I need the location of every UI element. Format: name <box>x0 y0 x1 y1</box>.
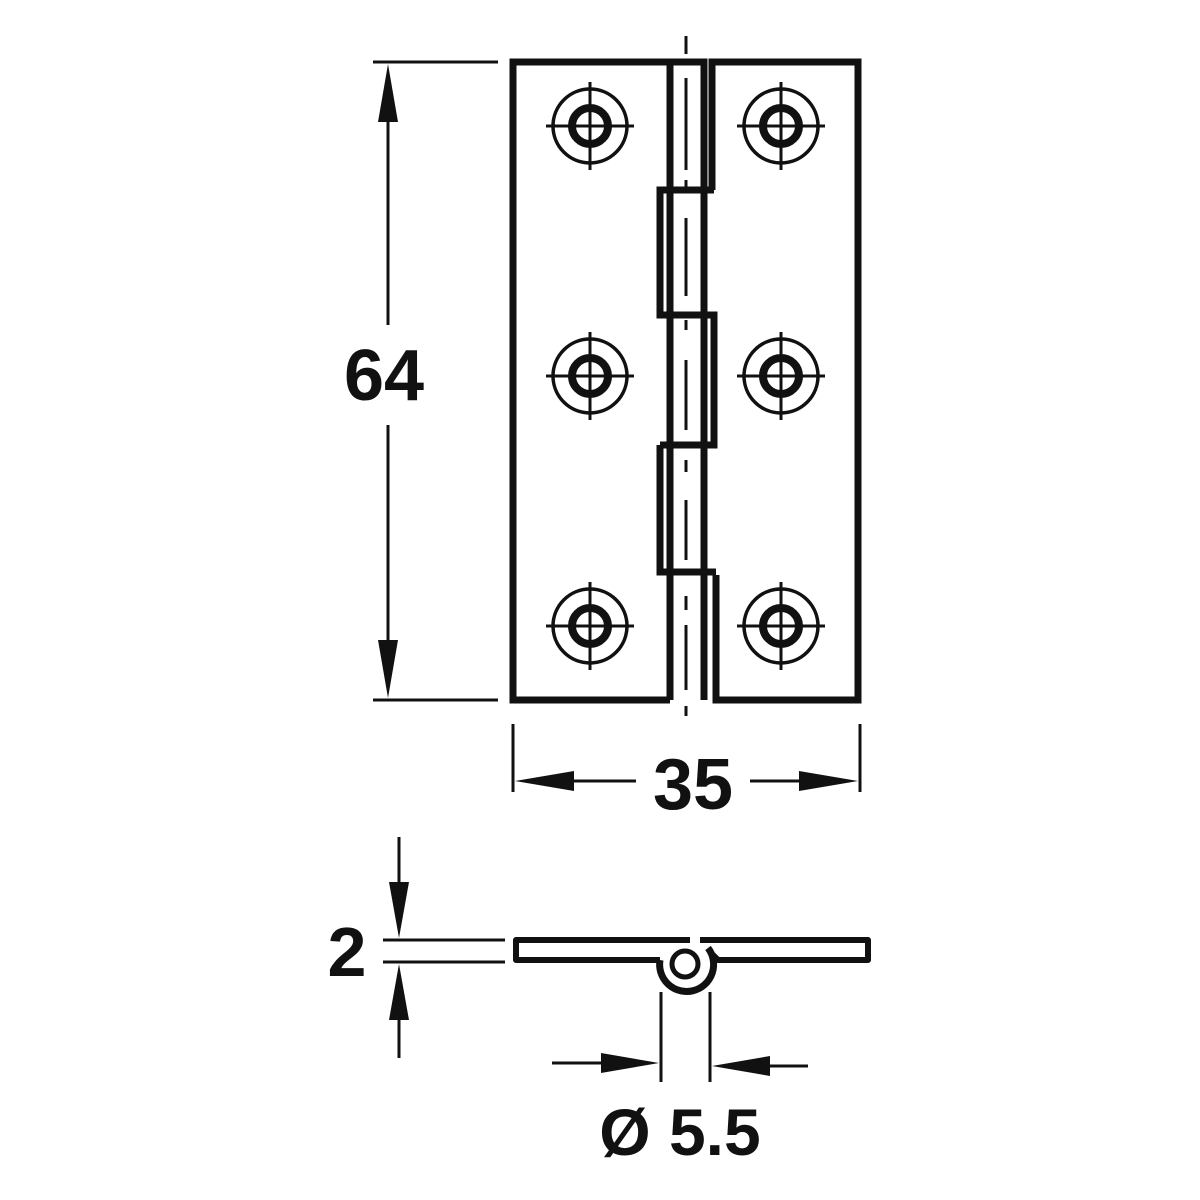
arrow-down-icon <box>389 882 409 938</box>
front-view <box>509 36 862 716</box>
knuckle-1 <box>666 62 708 190</box>
pin-diameter-label: Ø 5.5 <box>599 1095 760 1169</box>
pin-diameter-dimension: Ø 5.5 <box>552 992 808 1169</box>
arrow-right-icon <box>601 1053 659 1073</box>
height-dimension: 64 <box>344 60 498 702</box>
knuckle-5 <box>660 568 716 700</box>
width-label: 35 <box>653 745 733 825</box>
thickness-dimension: 2 <box>328 837 505 1058</box>
width-dimension: 35 <box>511 724 862 825</box>
side-view <box>513 937 871 995</box>
screw-hole-icon <box>546 582 634 670</box>
arrow-left-icon <box>515 771 574 791</box>
thickness-label: 2 <box>328 913 367 991</box>
screw-hole-icon <box>546 332 634 420</box>
arrow-up-icon <box>389 964 409 1020</box>
screw-hole-icon <box>737 332 825 420</box>
screw-hole-icon <box>546 82 634 170</box>
height-label: 64 <box>344 336 424 416</box>
right-leaf-outline <box>708 58 862 704</box>
arrow-left-icon <box>712 1056 770 1076</box>
arrow-right-icon <box>799 771 858 791</box>
screw-hole-icon <box>737 582 825 670</box>
knuckle-3 <box>660 311 718 449</box>
pin-circle <box>669 948 701 980</box>
arrow-down-icon <box>378 640 398 698</box>
knuckle-profile <box>656 945 718 995</box>
arrow-up-icon <box>378 64 398 122</box>
screw-hole-icon <box>737 82 825 170</box>
